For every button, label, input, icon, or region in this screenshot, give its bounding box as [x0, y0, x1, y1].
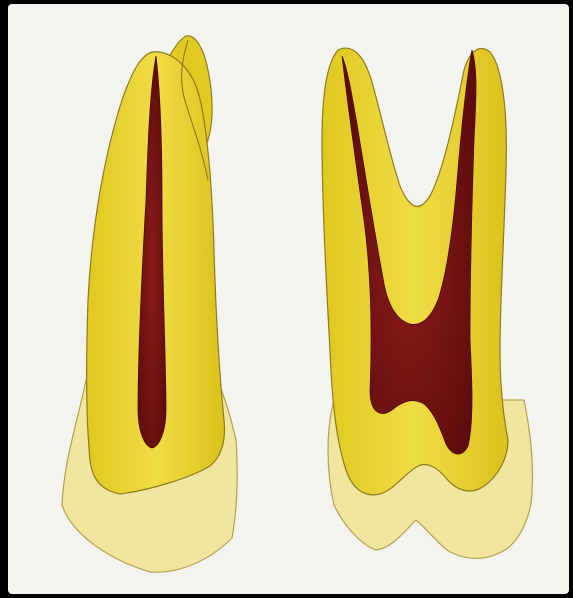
figure-canvas	[0, 0, 573, 598]
tooth-diagram	[0, 0, 573, 598]
